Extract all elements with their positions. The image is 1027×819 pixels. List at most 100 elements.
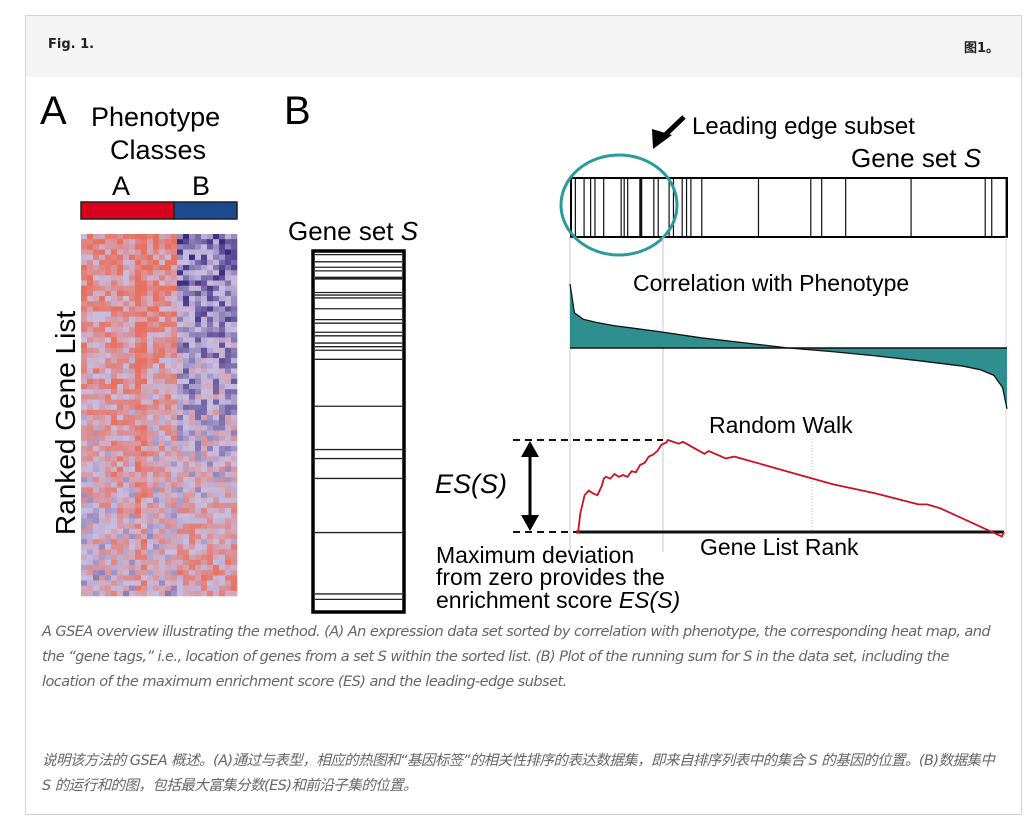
heatmap-cell xyxy=(213,544,220,550)
heatmap-cell xyxy=(147,296,154,302)
heatmap-cell xyxy=(177,477,184,483)
heatmap-cell xyxy=(81,456,88,462)
heatmap-cell xyxy=(231,570,238,576)
heatmap-cell xyxy=(165,373,172,380)
heatmap-cell xyxy=(231,446,238,452)
heatmap-cell xyxy=(201,492,208,499)
heatmap-cell xyxy=(129,254,136,261)
heatmap-cell xyxy=(111,368,118,374)
heatmap-cell xyxy=(135,301,142,307)
heatmap-cell xyxy=(171,544,178,550)
heatmap-cell xyxy=(117,575,124,581)
heatmap-cell xyxy=(195,575,202,581)
heatmap-cell xyxy=(147,585,154,592)
heatmap-cell xyxy=(99,296,106,302)
heatmap-cell xyxy=(219,461,226,468)
heatmap-cell xyxy=(111,477,118,483)
heatmap-cell xyxy=(177,575,184,581)
heatmap-cell xyxy=(111,358,118,364)
heatmap-cell xyxy=(177,585,184,592)
heatmap-cell xyxy=(93,471,100,478)
heatmap-cell xyxy=(147,508,154,514)
heatmap-cell xyxy=(135,275,142,281)
heatmap-cell xyxy=(147,477,154,483)
heatmap-cell xyxy=(171,280,178,287)
heatmap-cell xyxy=(201,528,208,535)
heatmap-cell xyxy=(153,446,160,452)
heatmap-cell xyxy=(225,497,232,504)
heatmap-cell xyxy=(189,342,196,349)
figure-label-en: Fig. 1. xyxy=(48,37,95,52)
heatmap-cell xyxy=(153,415,160,421)
heatmap-cell xyxy=(135,575,142,581)
heatmap-cell xyxy=(135,394,142,400)
heatmap-cell xyxy=(111,430,118,436)
heatmap-cell xyxy=(207,347,214,354)
heatmap-cell xyxy=(177,347,184,354)
heatmap-cell xyxy=(117,559,124,566)
heatmap-cell xyxy=(117,466,124,473)
heatmap-cell xyxy=(219,332,226,338)
heatmap-cell xyxy=(129,570,136,576)
heatmap-cell xyxy=(213,502,220,509)
heatmap-cell xyxy=(141,425,148,431)
heatmap-cell xyxy=(195,394,202,400)
heatmap-cell xyxy=(117,415,124,421)
heatmap-cell xyxy=(219,513,226,519)
heatmap-cell xyxy=(123,290,130,297)
heatmap-cell xyxy=(123,430,130,436)
heatmap-cell xyxy=(99,378,106,385)
heatmap-cell xyxy=(171,580,178,586)
heatmap-cell xyxy=(213,564,220,571)
heatmap-cell xyxy=(225,265,232,271)
heatmap-cell xyxy=(225,446,232,452)
heatmap-cell xyxy=(147,399,154,405)
heatmap-cell xyxy=(93,590,100,597)
heatmap-cell xyxy=(147,239,154,245)
heatmap-cell xyxy=(117,590,124,597)
heatmap-cell xyxy=(195,492,202,499)
heatmap-cell xyxy=(147,301,154,307)
heatmap-cell xyxy=(171,337,178,343)
heatmap-cell xyxy=(201,373,208,380)
heatmap-cell xyxy=(165,544,172,550)
heatmap-cell xyxy=(81,497,88,504)
heatmap-cell xyxy=(219,394,226,400)
heatmap-cell xyxy=(207,554,214,561)
heatmap-cell xyxy=(183,301,190,307)
heatmap-cell xyxy=(129,580,136,586)
heatmap-cell xyxy=(153,389,160,395)
heatmap-cell xyxy=(123,420,130,426)
heatmap-cell xyxy=(195,564,202,571)
heatmap-cell xyxy=(123,440,130,447)
heatmap-cell xyxy=(231,342,238,349)
heatmap-cell xyxy=(105,420,112,426)
heatmap-cell xyxy=(225,539,232,545)
heatmap-cell xyxy=(219,466,226,473)
heatmap-cell xyxy=(141,461,148,468)
heatmap-cell xyxy=(117,352,124,359)
heatmap-cell xyxy=(129,585,136,592)
heatmap-cell xyxy=(99,585,106,592)
heatmap-cell xyxy=(105,259,112,266)
heatmap-cell xyxy=(117,399,124,405)
heatmap-cell xyxy=(213,528,220,535)
heatmap-cell xyxy=(201,539,208,545)
heatmap-cell xyxy=(213,352,220,359)
heatmap-cell xyxy=(159,285,166,292)
heatmap-cell xyxy=(219,275,226,281)
heatmap-cell xyxy=(177,254,184,261)
heatmap-cell xyxy=(201,254,208,261)
heatmap-cell xyxy=(213,575,220,581)
heatmap-cell xyxy=(123,415,130,421)
heatmap-cell xyxy=(93,347,100,354)
heatmap-cell xyxy=(195,415,202,421)
correlation-area xyxy=(570,284,1007,409)
heatmap-cell xyxy=(159,430,166,436)
heatmap-cell xyxy=(225,280,232,287)
heatmap-cell xyxy=(123,466,130,473)
heatmap-cell xyxy=(213,446,220,452)
heatmap-cell xyxy=(213,466,220,473)
heatmap-cell xyxy=(195,409,202,416)
heatmap-cell xyxy=(135,404,142,411)
